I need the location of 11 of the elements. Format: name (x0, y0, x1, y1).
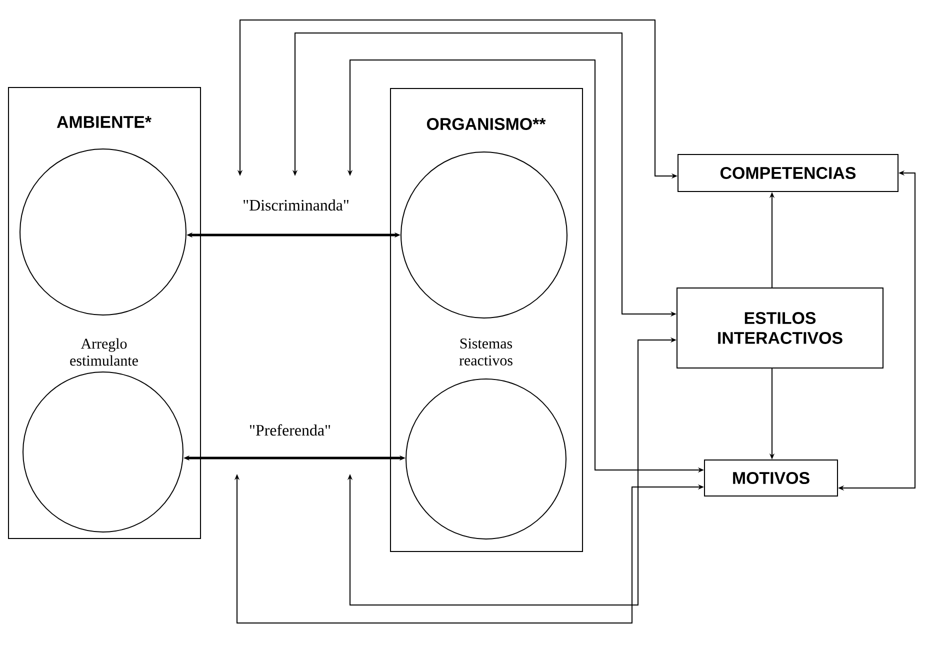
container-box: AMBIENTE* Arreglo estimulante (8, 87, 201, 539)
process-box: MOTIVOS (704, 460, 838, 496)
process-box: ESTILOS INTERACTIVOS (676, 288, 884, 368)
circle (400, 152, 568, 318)
circle (20, 148, 186, 316)
edge-label: "Preferenda" (248, 423, 332, 437)
process-box: COMPETENCIAS (678, 154, 898, 192)
circle (22, 372, 184, 532)
circle (406, 378, 566, 540)
edge-label: "Discriminanda" (242, 198, 350, 212)
container-box: ORGANISMO** Sistemas reactivos (390, 88, 583, 552)
